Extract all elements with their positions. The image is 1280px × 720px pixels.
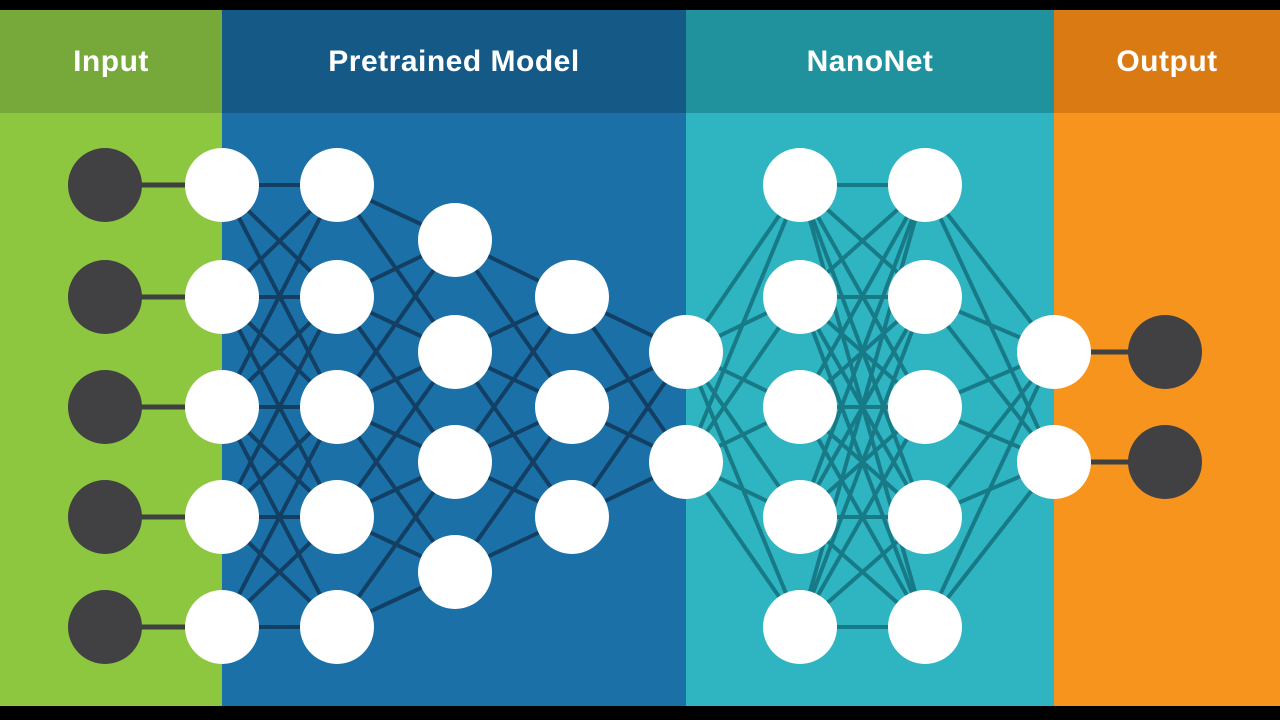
- network-node-nanonet-h2: [888, 590, 962, 664]
- network-node-pretrained-h3: [535, 260, 609, 334]
- network-node-nanonet-h1: [763, 480, 837, 554]
- network-node-nanonet-out: [1017, 425, 1091, 499]
- network-node-pretrained-h3: [535, 480, 609, 554]
- network-node-pretrained-h1: [300, 148, 374, 222]
- network-node-input-dark: [68, 260, 142, 334]
- network-node-pretrained-in: [185, 148, 259, 222]
- section-title-output: Output: [1116, 44, 1218, 78]
- network-node-pretrained-in: [185, 480, 259, 554]
- network-edge: [798, 184, 927, 408]
- section-title-nanonet: NanoNet: [806, 44, 934, 78]
- network-node-input-dark: [68, 148, 142, 222]
- section-nanonet: NanoNet: [686, 10, 1054, 706]
- network-edge: [798, 184, 927, 628]
- network-node-pretrained-h1: [300, 480, 374, 554]
- section-output: Output: [1054, 10, 1280, 706]
- network-edge: [684, 184, 802, 463]
- network-node-nanonet-h2: [888, 370, 962, 444]
- section-header-output: Output: [1054, 10, 1280, 113]
- section-title-pretrained-model: Pretrained Model: [328, 44, 580, 78]
- network-node-input-dark: [68, 480, 142, 554]
- network-node-bottleneck: [649, 315, 723, 389]
- network-node-pretrained-in: [185, 260, 259, 334]
- network-node-pretrained-h2: [418, 315, 492, 389]
- letterbox-top: [0, 0, 1280, 10]
- network-edge: [220, 296, 339, 518]
- network-node-nanonet-h1: [763, 260, 837, 334]
- network-node-pretrained-in: [185, 590, 259, 664]
- section-title-input: Input: [73, 44, 149, 78]
- network-node-nanonet-out: [1017, 315, 1091, 389]
- network-node-nanonet-h1: [763, 590, 837, 664]
- network-edge: [798, 296, 927, 628]
- network-node-nanonet-h2: [888, 260, 962, 334]
- network-node-pretrained-h3: [535, 370, 609, 444]
- network-node-nanonet-h1: [763, 370, 837, 444]
- network-edge: [220, 406, 339, 628]
- section-header-nanonet: NanoNet: [686, 10, 1054, 113]
- network-node-nanonet-h2: [888, 148, 962, 222]
- network-node-nanonet-h2: [888, 480, 962, 554]
- network-node-output-dark: [1128, 425, 1202, 499]
- network-node-pretrained-h2: [418, 425, 492, 499]
- network-node-output-dark: [1128, 315, 1202, 389]
- network-node-input-dark: [68, 370, 142, 444]
- network-node-input-dark: [68, 590, 142, 664]
- network-node-pretrained-h1: [300, 260, 374, 334]
- section-body-nanonet: [686, 113, 1054, 706]
- section-header-input: Input: [0, 10, 222, 113]
- network-edge: [798, 184, 927, 518]
- network-node-pretrained-h1: [300, 370, 374, 444]
- network-node-pretrained-h1: [300, 590, 374, 664]
- network-edge: [220, 184, 339, 408]
- network-edge: [923, 351, 1056, 628]
- network-node-pretrained-h2: [418, 535, 492, 609]
- section-header-pretrained-model: Pretrained Model: [222, 10, 686, 113]
- network-node-pretrained-h2: [418, 203, 492, 277]
- network-node-pretrained-in: [185, 370, 259, 444]
- network-edge: [798, 406, 927, 628]
- section-body-output: [1054, 113, 1280, 706]
- network-node-bottleneck: [649, 425, 723, 499]
- letterbox-bottom: [0, 706, 1280, 720]
- network-node-nanonet-h1: [763, 148, 837, 222]
